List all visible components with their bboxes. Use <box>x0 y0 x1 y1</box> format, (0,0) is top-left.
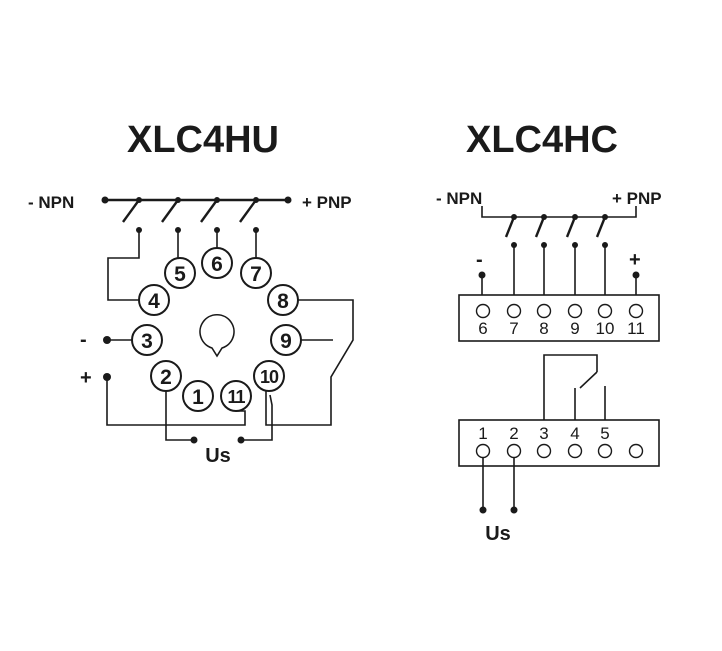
xlc4hc-plus-label: + <box>629 249 641 271</box>
svg-text:8: 8 <box>277 290 289 313</box>
svg-text:6: 6 <box>478 319 487 338</box>
xlc4hu-wires <box>106 230 354 441</box>
svg-text:2: 2 <box>509 424 518 443</box>
pin-4: 4 <box>138 284 170 316</box>
xlc4hc-minus-label: - <box>476 249 483 271</box>
pin-3: 3 <box>131 324 163 356</box>
xlc4hc-top-terminals: 6 7 8 9 10 11 <box>475 303 645 338</box>
xlc4hu-pins: 1 2 3 4 5 6 7 8 9 10 11 <box>131 247 302 412</box>
svg-text:10: 10 <box>596 319 615 338</box>
svg-text:11: 11 <box>227 387 245 407</box>
pin-7: 7 <box>240 257 272 289</box>
svg-text:9: 9 <box>280 330 292 353</box>
xlc4hu-minus-terminal <box>103 336 111 344</box>
xlc4hc-switches <box>504 214 608 248</box>
xlc4hu-minus-label: - <box>80 329 87 351</box>
xlc4hc-us-dot-left <box>479 506 487 514</box>
xlc4hu-us-label: Us <box>205 445 231 467</box>
svg-text:5: 5 <box>600 424 609 443</box>
svg-text:5: 5 <box>174 263 186 286</box>
svg-text:6: 6 <box>211 253 223 276</box>
xlc4hu-us-dot-left <box>190 436 198 444</box>
pin-6: 6 <box>201 247 233 279</box>
pin-2: 2 <box>150 360 182 392</box>
svg-text:4: 4 <box>148 290 160 313</box>
socket-key-icon <box>199 314 235 358</box>
xlc4hu-npn-label: - NPN <box>28 193 74 212</box>
svg-text:7: 7 <box>250 263 262 286</box>
svg-text:1: 1 <box>478 424 487 443</box>
svg-text:7: 7 <box>509 319 518 338</box>
pin-5: 5 <box>164 257 196 289</box>
svg-text:1: 1 <box>192 386 204 409</box>
xlc4hc-bottom-terminal-block <box>458 419 660 467</box>
xlc4hc-us-label: Us <box>485 523 511 545</box>
svg-text:10: 10 <box>260 367 279 387</box>
xlc4hc-bus-line <box>481 206 637 218</box>
xlc4hu-plus-label: + <box>80 367 92 389</box>
xlc4hu-us-dot-right <box>237 436 245 444</box>
xlc4hu-plus-terminal <box>103 373 111 381</box>
xlc4hc-minus-terminal <box>478 271 486 279</box>
xlc4hc-us-dot-right <box>510 506 518 514</box>
xlc4hc-title: XLC4HC <box>466 119 618 161</box>
pin-1: 1 <box>182 380 214 412</box>
xlc4hc-supply-wires <box>482 458 515 508</box>
xlc4hu-switches <box>122 197 259 233</box>
svg-text:4: 4 <box>570 424 579 443</box>
svg-text:11: 11 <box>627 319 645 338</box>
xlc4hc-pnp-label: + PNP <box>612 189 662 208</box>
xlc4hu-title: XLC4HU <box>127 119 279 161</box>
xlc4hu-pnp-label: + PNP <box>302 193 352 212</box>
xlc4hc-top-terminal-block <box>458 294 660 342</box>
xlc4hc-diagram: XLC4HC - NPN + PNP - + 6 7 <box>436 119 662 545</box>
pin-11: 11 <box>220 380 252 412</box>
pin-8: 8 <box>267 284 299 316</box>
xlc4hu-bus-end-right <box>284 196 292 204</box>
svg-text:3: 3 <box>539 424 548 443</box>
pin-10: 10 <box>253 360 285 392</box>
xlc4hu-bus-end-left <box>101 196 109 204</box>
svg-text:3: 3 <box>141 330 153 353</box>
svg-text:2: 2 <box>160 366 172 389</box>
svg-text:9: 9 <box>570 319 579 338</box>
svg-text:8: 8 <box>539 319 548 338</box>
xlc4hu-diagram: XLC4HU - NPN + PNP <box>28 119 354 467</box>
xlc4hc-plus-terminal <box>632 271 640 279</box>
xlc4hc-relay-wires <box>543 354 606 420</box>
xlc4hc-bottom-terminals: 1 2 3 4 5 <box>475 424 644 459</box>
xlc4hc-npn-label: - NPN <box>436 189 482 208</box>
pin-9: 9 <box>270 324 302 356</box>
